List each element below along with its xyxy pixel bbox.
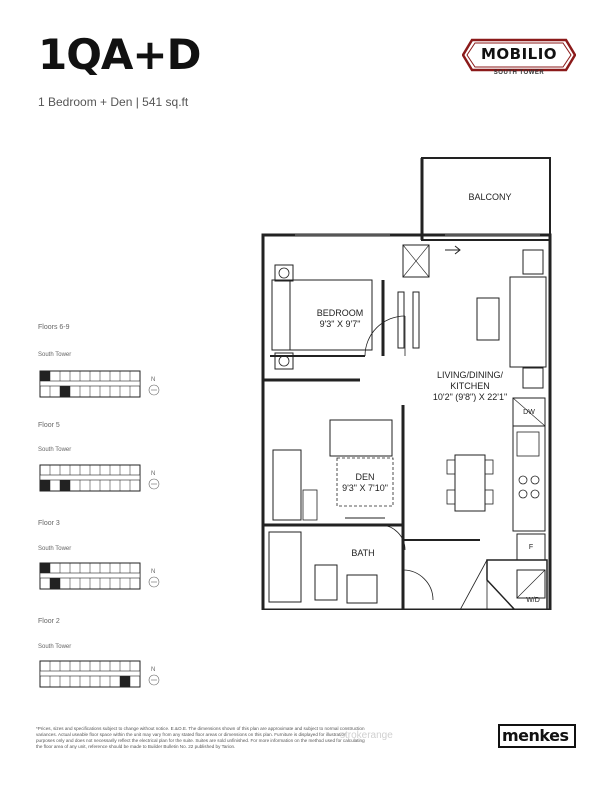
- developer-name: menkes: [502, 726, 569, 745]
- dining-table: [454, 454, 486, 512]
- north-label: N: [151, 667, 155, 673]
- keyplan-map: N: [39, 562, 160, 590]
- keyplan-tower-label: South Tower: [38, 546, 72, 552]
- north-label: N: [151, 377, 155, 383]
- unit-outer-wall: [261, 233, 552, 612]
- keyplan-map: N: [39, 660, 160, 688]
- keyplan-floor-label: Floor 5: [38, 422, 60, 429]
- north-label: N: [151, 471, 155, 477]
- kitchen-sink: [516, 431, 540, 457]
- nightstand: [274, 352, 294, 370]
- keyplan-floor-label: Floor 2: [38, 618, 60, 625]
- keyplan-tower-label: South Tower: [38, 644, 72, 650]
- menkes-logo-frame: [498, 724, 576, 748]
- toilet: [314, 564, 338, 601]
- floor-plan-drawing: [261, 157, 552, 612]
- living-label-line1: LIVING/DINING/: [436, 370, 503, 380]
- keyplan-map: N: [39, 464, 160, 492]
- kitchen-counter: [512, 425, 546, 532]
- fridge-label: F: [528, 544, 534, 551]
- den-label: DEN: [355, 472, 375, 482]
- north-label: N: [151, 569, 155, 575]
- logo-name: MOBILIO: [480, 45, 558, 63]
- bath-label: BATH: [351, 548, 375, 558]
- den-size: 9'3" X 7'10": [342, 483, 388, 493]
- keyplan-tower-label: South Tower: [38, 447, 72, 453]
- living-size: 10'2" (9'8") X 22'1": [432, 392, 508, 402]
- bedroom-label: BEDROOM: [316, 308, 364, 318]
- living-label-line2: KITCHEN: [450, 381, 490, 391]
- balcony-label: BALCONY: [468, 192, 512, 202]
- floor-plan: BALCONY BEDROOM 9'3" X 9'7" LIVING/DININ…: [255, 150, 555, 615]
- keyplan-floor-label: Floors 6-9: [38, 324, 70, 331]
- keyplan-floor-label: Floor 3: [38, 520, 60, 527]
- den-sofa: [329, 419, 393, 457]
- unit-subtitle: 1 Bedroom + Den | 541 sq.ft: [38, 95, 189, 109]
- disclaimer-text: *Prices, sizes and specifications subjec…: [36, 726, 365, 749]
- logo-badge-shape: [461, 38, 577, 72]
- keyplan-map: N: [39, 370, 160, 398]
- washer-dryer-label: W/D: [526, 597, 540, 604]
- menkes-logo: menkes: [498, 724, 576, 748]
- den-rug: [336, 457, 394, 507]
- nightstand: [274, 264, 294, 282]
- den-desk: [272, 449, 302, 521]
- watermark: strokerange: [340, 730, 393, 741]
- unit-title: 1QA+D: [38, 30, 201, 79]
- bedroom-size: 9'3" X 9'7": [319, 319, 361, 329]
- bathtub: [268, 531, 302, 603]
- dishwasher-label: DW: [523, 409, 535, 416]
- mobilio-logo: MOBILIO SOUTH TOWER: [461, 36, 577, 81]
- keyplan-tower-label: South Tower: [38, 352, 72, 358]
- logo-subtitle: SOUTH TOWER: [493, 70, 545, 76]
- sofa: [509, 276, 547, 368]
- vanity: [346, 574, 378, 604]
